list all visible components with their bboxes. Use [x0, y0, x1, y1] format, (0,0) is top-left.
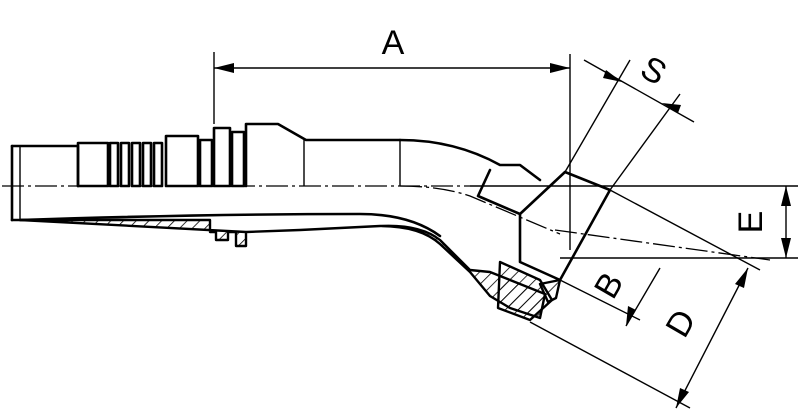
dim-s-arrow-2	[662, 103, 681, 113]
elbow-upper-contour	[398, 138, 542, 182]
fitting-body	[10, 122, 612, 322]
dim-d-extension-top	[609, 189, 761, 271]
dim-s-arrow-1	[603, 70, 622, 82]
barbs	[76, 122, 402, 188]
dim-e-label: E	[732, 211, 770, 234]
dim-s-extension-2	[609, 93, 681, 191]
flange-axis-extension	[554, 229, 771, 261]
dim-d-arrow-top	[735, 268, 748, 288]
dimension-a: A	[213, 24, 571, 250]
elbow-inner-step	[476, 168, 522, 216]
dim-d-label: D	[659, 303, 704, 343]
dimension-d: D	[529, 189, 761, 409]
dim-b-label: B	[587, 266, 631, 305]
dim-b-arrow	[626, 306, 636, 326]
dim-s-extension-1	[564, 59, 631, 173]
dimension-e: E	[470, 185, 798, 259]
dim-b-extension	[559, 279, 641, 321]
dim-d-extension-bottom	[529, 321, 691, 409]
hatched-section-wall	[18, 218, 547, 320]
dim-a-arrow-right	[550, 63, 570, 73]
bend-centerline	[399, 185, 561, 235]
flange-nut	[518, 170, 612, 282]
dimension-s: S	[564, 49, 695, 191]
dimension-b: B	[559, 266, 661, 327]
dim-a-label: A	[382, 24, 405, 62]
dim-d-arrow-bottom	[676, 388, 689, 408]
hose-tail-upper	[10, 144, 80, 188]
bore-lower-line	[18, 212, 442, 238]
dim-e-arrow-bottom	[781, 238, 791, 258]
dim-s-label: S	[634, 49, 673, 93]
dim-s-line	[583, 59, 695, 123]
dim-a-arrow-left	[214, 63, 234, 73]
dim-d-line	[675, 267, 749, 409]
dim-e-arrow-top	[781, 186, 791, 206]
seal-section	[538, 278, 562, 304]
flange-hatched-section	[496, 260, 554, 322]
